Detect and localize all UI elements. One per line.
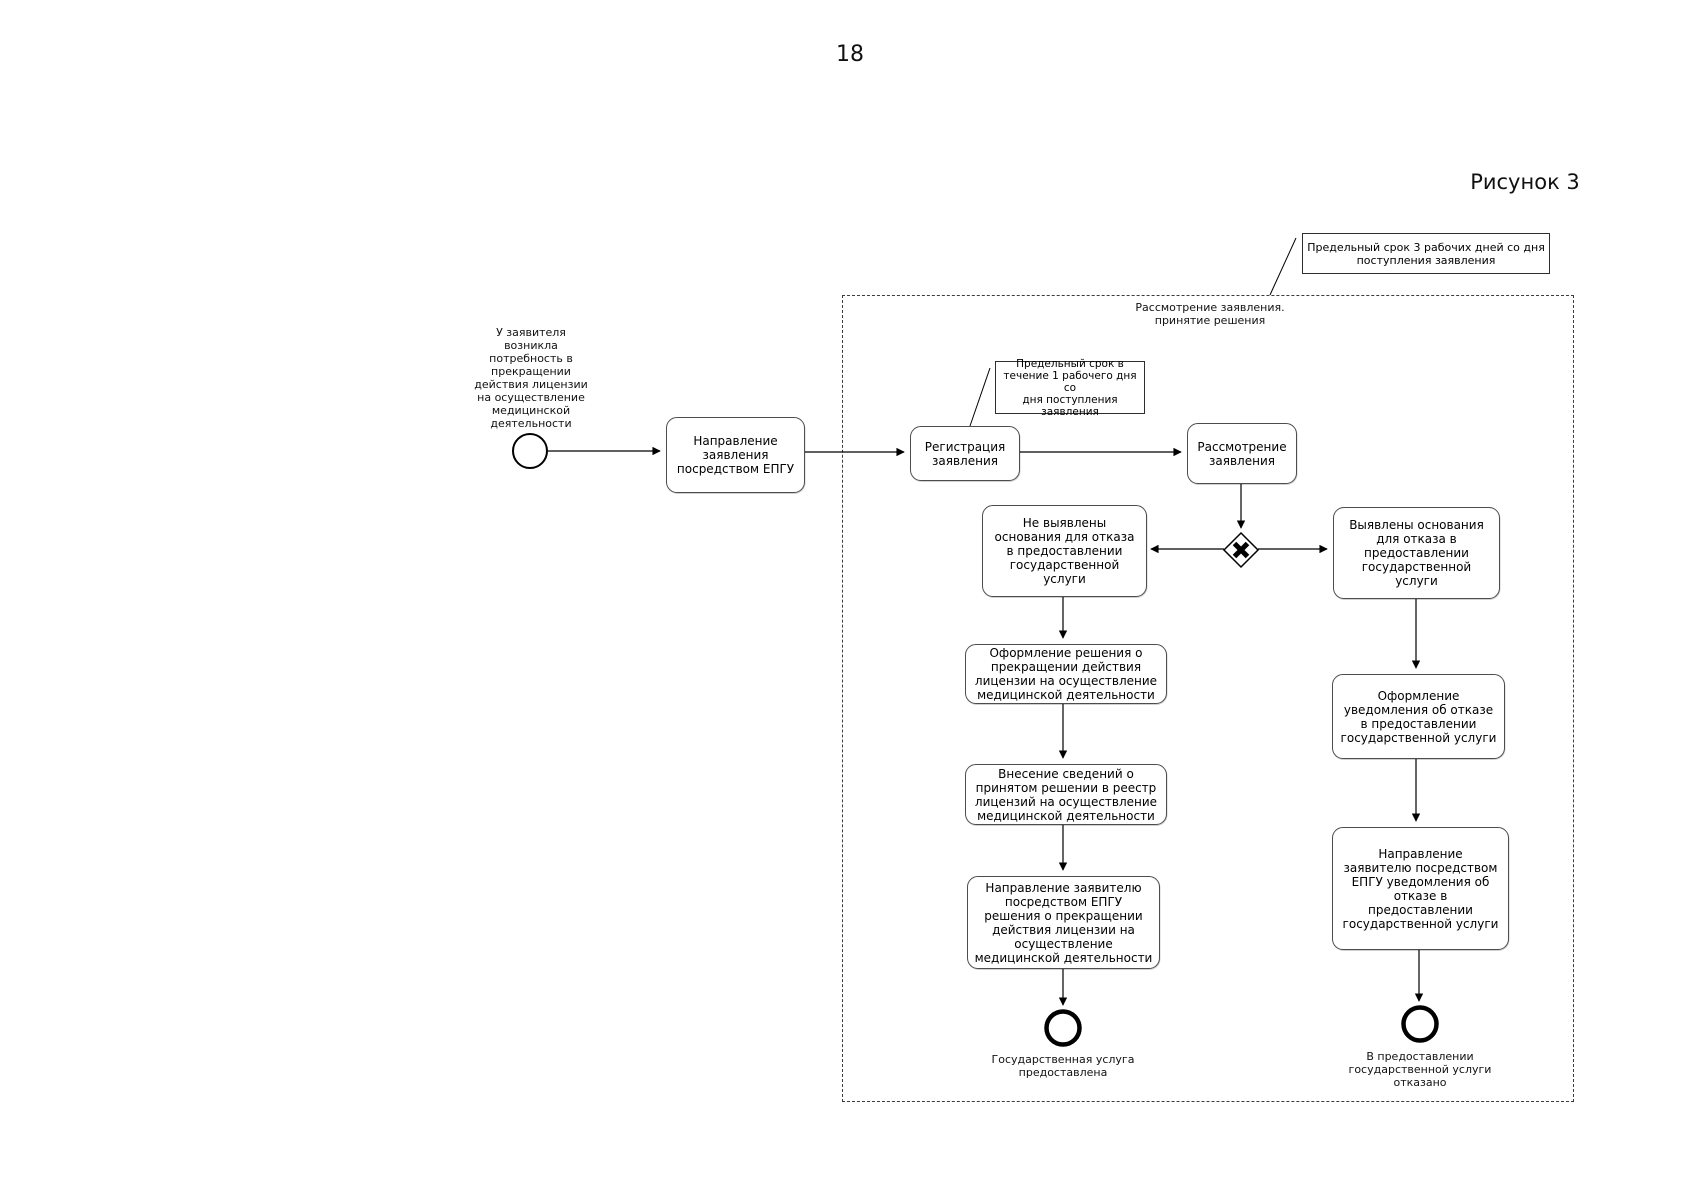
end-event-success-label: Государственная услуга предоставлена	[991, 1053, 1135, 1079]
callout-deadline-3-days: Предельный срок 3 рабочих дней со дня по…	[1302, 233, 1550, 274]
subprocess-label: Рассмотрение заявления. принятие решения	[1135, 301, 1285, 327]
start-event-label: У заявителя возникла потребность в прекр…	[474, 326, 588, 430]
task-issue-decision: Оформление решения о прекращении действи…	[965, 644, 1167, 704]
task-issue-refusal: Оформление уведомления об отказе в предо…	[1332, 674, 1505, 759]
task-grounds-found: Выявлены основания для отказа в предоста…	[1333, 507, 1500, 599]
start-event-icon	[512, 433, 548, 469]
figure-caption: Рисунок 3	[1470, 170, 1580, 194]
end-event-refused-label: В предоставлении государственной услуги …	[1348, 1050, 1492, 1089]
end-event-success-icon	[1044, 1009, 1082, 1047]
task-send-refusal: Направление заявителю посредством ЕПГУ у…	[1332, 827, 1509, 950]
end-event-refused-icon	[1401, 1005, 1439, 1043]
task-send-decision: Направление заявителю посредством ЕПГУ р…	[967, 876, 1160, 969]
task-register-entry: Внесение сведений о принятом решении в р…	[965, 764, 1167, 825]
task-registration: Регистрация заявления	[910, 426, 1020, 481]
leader-callout-1-day	[969, 367, 991, 427]
task-review: Рассмотрение заявления	[1187, 423, 1297, 484]
exclusive-gateway-icon	[1222, 531, 1260, 569]
task-send-application: Направление заявления посредством ЕПГУ	[666, 417, 805, 493]
callout-deadline-1-day: Предельный срок в течение 1 рабочего дня…	[995, 358, 1145, 418]
subprocess-container	[842, 295, 1574, 1102]
task-no-grounds: Не выявлены основания для отказа в предо…	[982, 505, 1147, 597]
leader-callout-3-days	[1269, 237, 1297, 296]
page-number: 18	[836, 42, 864, 67]
